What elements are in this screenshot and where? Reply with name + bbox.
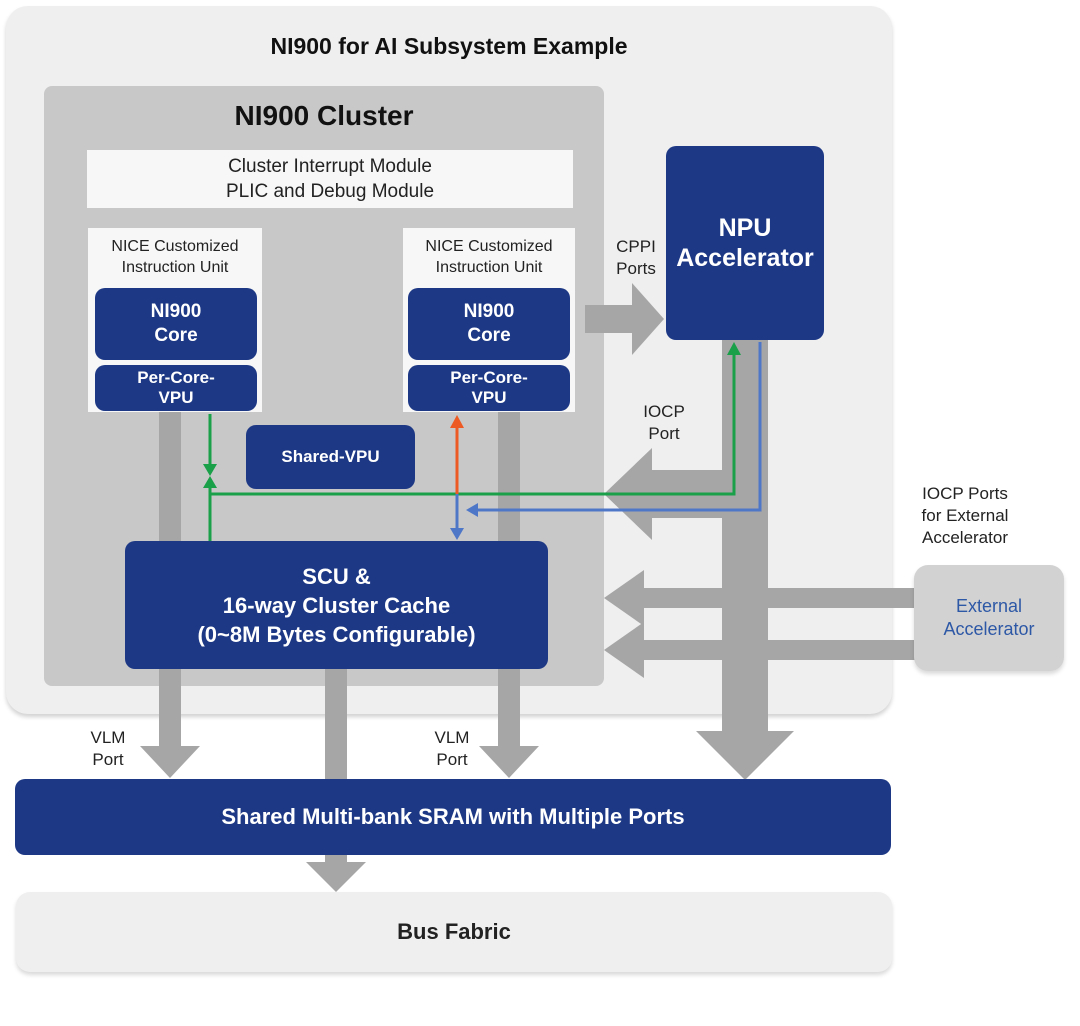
- core-right-line-2: Core: [467, 325, 511, 346]
- core-left: NI900 Core: [95, 288, 257, 360]
- sram-bus-head: [306, 862, 366, 892]
- per-core-vpu-left: Per-Core- VPU: [95, 365, 257, 411]
- core-right-line-1: NI900: [463, 301, 515, 322]
- iocp-external-label: IOCP Ports for External Accelerator: [900, 482, 1030, 550]
- iocp-ext-line-2: for External: [921, 506, 1009, 525]
- vpu-right-line-1: Per-Core-: [450, 368, 528, 387]
- vlm-right-line-2: Port: [436, 750, 468, 769]
- cppi-ports-label: CPPI Ports: [598, 235, 674, 281]
- nice-right-line-2: Instruction Unit: [435, 259, 543, 276]
- nice-label-right: NICE Customized Instruction Unit: [403, 234, 575, 280]
- right-core-bus: [498, 410, 520, 545]
- vlm-right-shaft: [498, 668, 520, 748]
- cppi-shaft: [585, 305, 637, 333]
- scu-line-2: 16-way Cluster Cache: [222, 592, 451, 618]
- interrupt-line-1: Cluster Interrupt Module: [228, 156, 432, 177]
- blue-arrow-down: [450, 528, 464, 540]
- vlm-right-line-1: VLM: [434, 728, 470, 747]
- green-arrow-down: [203, 464, 217, 476]
- blue-line-route: [476, 342, 762, 512]
- cluster-title: NI900 Cluster: [234, 100, 414, 131]
- green-arrow-up-left: [203, 476, 217, 488]
- iocp-line-2: Port: [648, 424, 680, 443]
- vlm-port-left-label: VLM Port: [78, 726, 138, 772]
- shared-sram: Shared Multi-bank SRAM with Multiple Por…: [15, 779, 891, 855]
- subsystem-title: NI900 for AI Subsystem Example: [270, 32, 628, 59]
- vpu-left-line-1: Per-Core-: [137, 368, 215, 387]
- ext-arrow-2-shaft: [640, 640, 918, 660]
- interrupt-line-2: PLIC and Debug Module: [225, 181, 435, 202]
- external-accelerator: External Accelerator: [914, 565, 1064, 671]
- interrupt-module: Cluster Interrupt Module PLIC and Debug …: [87, 150, 573, 208]
- nice-left-line-2: Instruction Unit: [121, 259, 229, 276]
- ext-arrow-1-shaft: [640, 588, 918, 608]
- nice-label-left: NICE Customized Instruction Unit: [88, 234, 262, 280]
- ext-arrow-1-head: [604, 570, 644, 626]
- vlm-left-line-2: Port: [92, 750, 124, 769]
- core-left-line-2: Core: [154, 325, 198, 346]
- core-left-line-1: NI900: [150, 301, 202, 322]
- iocp-ext-line-1: IOCP Ports: [922, 484, 1008, 503]
- vlm-port-right-label: VLM Port: [422, 726, 482, 772]
- npu-sram-head: [696, 731, 794, 780]
- blue-arrow-left: [466, 503, 478, 517]
- vpu-right-line-2: VPU: [471, 388, 507, 407]
- vlm-left-head: [140, 746, 200, 778]
- scu-cache: SCU & 16-way Cluster Cache (0~8M Bytes C…: [125, 541, 548, 669]
- vlm-left-shaft: [159, 668, 181, 748]
- vlm-left-line-1: VLM: [90, 728, 126, 747]
- npu-accelerator: NPU Accelerator: [666, 146, 824, 340]
- external-acc-line-2: Accelerator: [943, 619, 1035, 639]
- shared-vpu: Shared-VPU: [246, 425, 415, 489]
- vlm-right-head: [479, 746, 539, 778]
- nice-right-line-1: NICE Customized: [425, 238, 553, 255]
- iocp-port-label: IOCP Port: [624, 400, 704, 446]
- ext-arrow-2-head: [604, 622, 644, 678]
- green-line-route: [208, 350, 736, 545]
- external-acc-line-1: External: [955, 596, 1023, 616]
- scu-sram-shaft: [325, 668, 347, 780]
- cppi-line-2: Ports: [616, 259, 656, 278]
- bus-fabric: Bus Fabric: [16, 892, 892, 972]
- scu-line-1: SCU &: [302, 563, 371, 589]
- cppi-head: [632, 283, 664, 355]
- npu-line-2: Accelerator: [676, 244, 814, 272]
- npu-line-1: NPU: [718, 214, 772, 242]
- nice-left-line-1: NICE Customized: [111, 238, 239, 255]
- vpu-left-line-2: VPU: [158, 388, 194, 407]
- left-core-bus: [159, 410, 181, 545]
- cppi-line-1: CPPI: [616, 237, 656, 256]
- iocp-line-1: IOCP: [643, 402, 685, 421]
- per-core-vpu-right: Per-Core- VPU: [408, 365, 570, 411]
- orange-arrow-up: [450, 415, 464, 428]
- core-right: NI900 Core: [408, 288, 570, 360]
- green-arrow-up-npu: [727, 342, 741, 355]
- iocp-ext-line-3: Accelerator: [922, 528, 1008, 547]
- scu-line-3: (0~8M Bytes Configurable): [197, 621, 476, 647]
